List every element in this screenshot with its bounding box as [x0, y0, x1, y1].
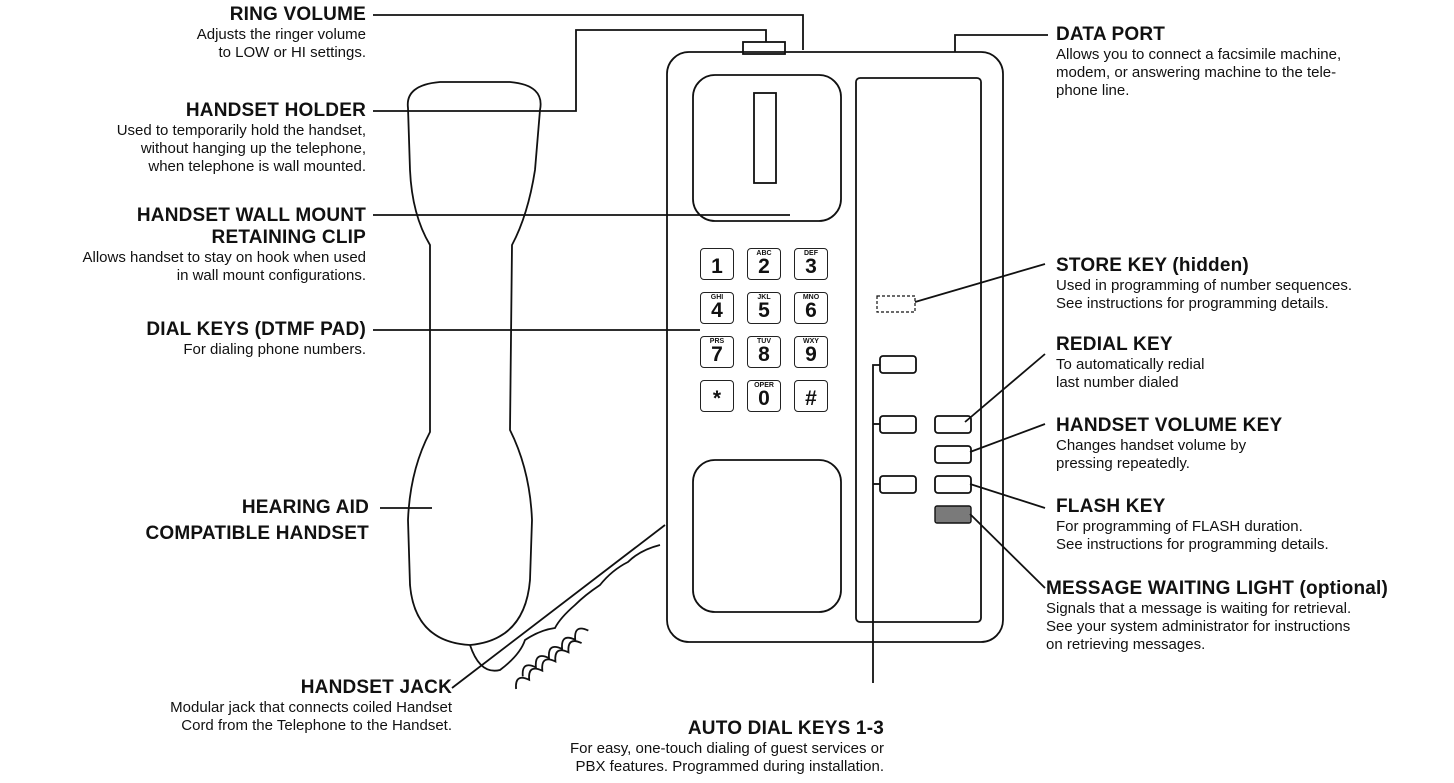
- dial-key-letters: JKL: [757, 294, 771, 301]
- label-wall-mount-clip: HANDSET WALL MOUNT RETAINING CLIP Allows…: [82, 205, 366, 284]
- label-handset-holder: HANDSET HOLDER Used to temporarily hold …: [116, 100, 366, 175]
- dial-key[interactable]: 1: [700, 248, 734, 280]
- dial-key[interactable]: #: [794, 380, 828, 412]
- right-panel: [855, 77, 982, 623]
- leader-redial: [964, 353, 1046, 423]
- handset-volume-key: [934, 445, 972, 464]
- label-hearing-aid-handset: HEARING AID COMPATIBLE HANDSET: [145, 497, 369, 544]
- handset-cradle-top: [692, 74, 842, 222]
- label-handset-jack: HANDSET JACK Modular jack that connects …: [170, 677, 452, 734]
- handset-outline: [406, 81, 542, 646]
- label-store-key: STORE KEY (hidden) Used in programming o…: [1056, 255, 1352, 312]
- dial-key-letters: ABC: [756, 250, 772, 257]
- dial-key-letters: DEF: [804, 250, 818, 257]
- dial-key-digit: 4: [711, 299, 723, 322]
- dial-key-letters: MNO: [802, 294, 820, 301]
- leader-handset-jack: [451, 524, 666, 689]
- label-ring-volume: RING VOLUME Adjusts the ringer volume to…: [196, 4, 366, 61]
- dial-key-digit: #: [805, 387, 817, 410]
- auto-dial-key-2: [879, 415, 917, 434]
- dial-key-digit: 7: [711, 343, 723, 366]
- auto-dial-key-1: [879, 355, 917, 374]
- dial-key-digit: 6: [805, 299, 817, 322]
- dial-key-digit: *: [712, 387, 722, 410]
- dial-key-digit: 0: [758, 387, 770, 410]
- leader-handset-holder: [373, 29, 767, 112]
- leader-message-light: [969, 513, 1046, 589]
- dial-key-letters: PRS: [709, 338, 725, 345]
- leader-store-key: [914, 263, 1046, 303]
- message-waiting-light: [934, 505, 972, 524]
- dial-key-letters: OPER: [754, 382, 774, 389]
- dial-key-letters: TUV: [757, 338, 771, 345]
- label-data-port: DATA PORT Allows you to connect a facsim…: [1056, 24, 1342, 99]
- dial-key-letters: WXY: [803, 338, 819, 345]
- phone-base: [666, 51, 1004, 643]
- label-message-waiting-light: MESSAGE WAITING LIGHT (optional) Signals…: [1046, 578, 1389, 653]
- label-auto-dial-keys: AUTO DIAL KEYS 1-3 For easy, one-touch d…: [569, 718, 884, 775]
- label-dial-keys: DIAL KEYS (DTMF PAD) For dialing phone n…: [146, 319, 366, 358]
- leader-flash: [969, 483, 1046, 509]
- leader-ring-volume: [373, 14, 804, 50]
- flash-key: [934, 475, 972, 494]
- handset-holder-tab: [753, 92, 777, 184]
- dial-key-digit: 2: [758, 255, 770, 278]
- dial-key-digit: 3: [805, 255, 817, 278]
- dial-key-digit: 1: [711, 255, 723, 278]
- dial-key-digit: 5: [758, 299, 770, 322]
- label-redial-key: REDIAL KEY To automatically redial last …: [1056, 334, 1205, 391]
- dial-key-digit: 9: [805, 343, 817, 366]
- label-flash-key: FLASH KEY For programming of FLASH durat…: [1056, 496, 1329, 553]
- leader-data-port: [954, 34, 1048, 52]
- leader-handset-volume: [969, 423, 1046, 453]
- leader-auto-dial: [872, 364, 880, 683]
- redial-key: [934, 415, 972, 434]
- store-key: [876, 295, 916, 313]
- dial-key-letters: GHI: [710, 294, 724, 301]
- label-handset-volume-key: HANDSET VOLUME KEY Changes handset volum…: [1056, 415, 1283, 472]
- dial-key[interactable]: *: [700, 380, 734, 412]
- coiled-cord: [469, 544, 661, 672]
- ring-volume-switch: [742, 41, 786, 55]
- auto-dial-key-3: [879, 475, 917, 494]
- handset-cradle-bottom: [692, 459, 842, 613]
- dial-key-digit: 8: [758, 343, 770, 366]
